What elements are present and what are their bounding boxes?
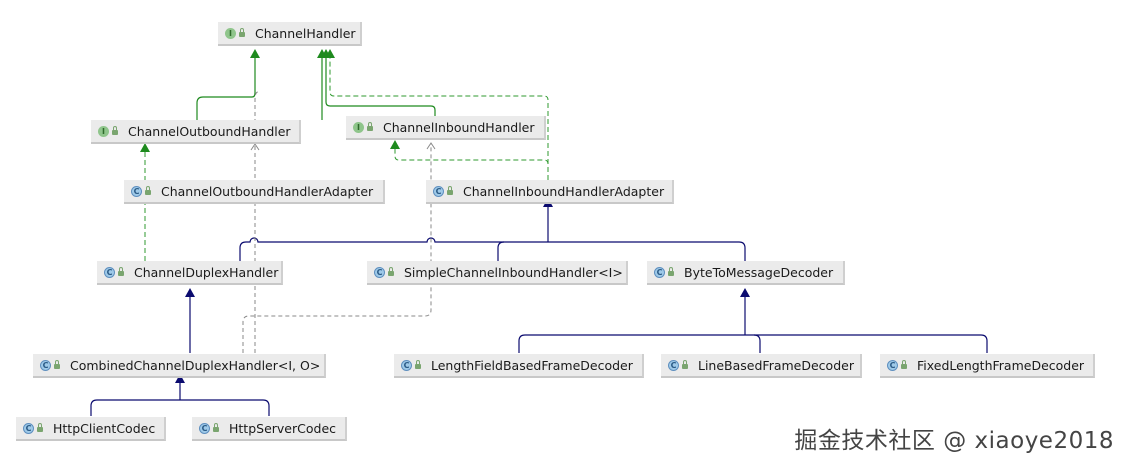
node-label: ChannelHandler — [255, 25, 356, 41]
node-http-server-codec[interactable]: C HttpServerCodec — [192, 417, 347, 441]
lock-icon — [682, 359, 688, 369]
class-icon: C — [131, 185, 142, 197]
class-icon: C — [401, 359, 412, 371]
edge-combined-dep-handler — [254, 91, 259, 144]
edge-codecs-bus — [90, 399, 270, 416]
edge-duplex-to-inbound-adapter — [239, 237, 548, 261]
lock-icon — [37, 422, 43, 432]
node-label: ChannelInboundHandler — [383, 119, 535, 135]
lock-icon — [54, 359, 60, 369]
node-channel-inbound-handler-adapter[interactable]: C ChannelInboundHandlerAdapter — [426, 180, 674, 204]
interface-icon: I — [353, 121, 364, 133]
node-channel-inbound-handler[interactable]: I ChannelInboundHandler — [346, 116, 546, 140]
node-channel-duplex-handler[interactable]: C ChannelDuplexHandler — [97, 261, 283, 285]
lock-icon — [901, 359, 907, 369]
node-label: FixedLengthFrameDecoder — [917, 357, 1085, 373]
node-byte-to-message-decoder[interactable]: C ByteToMessageDecoder — [647, 261, 845, 285]
lock-icon — [145, 185, 151, 195]
lock-icon — [213, 422, 219, 432]
class-icon: C — [374, 266, 385, 278]
node-label: SimpleChannelInboundHandler<I> — [404, 264, 623, 280]
lock-icon — [118, 266, 124, 276]
lock-icon — [668, 266, 674, 276]
node-label: ChannelOutboundHandler — [128, 123, 291, 139]
node-label: ChannelOutboundHandlerAdapter — [161, 183, 374, 199]
lock-icon — [447, 185, 453, 195]
node-label: CombinedChannelDuplexHandler<I, O> — [70, 357, 321, 373]
lock-icon — [367, 121, 373, 131]
class-icon: C — [199, 422, 210, 434]
edge-inbound-to-handler — [321, 49, 436, 117]
edge-linebased-to-bus — [753, 334, 761, 353]
node-simple-channel-inbound-handler[interactable]: C SimpleChannelInboundHandler<I> — [367, 261, 628, 285]
class-icon: C — [433, 185, 444, 197]
edge-combined-dep-inbound — [242, 142, 436, 353]
edge-bytetomessage-to-inbound-adapter — [548, 241, 746, 261]
node-label: ChannelInboundHandlerAdapter — [463, 183, 665, 199]
edge-simple-to-inbound-adapter — [497, 241, 505, 261]
edge-decoders-bus — [518, 334, 988, 353]
node-label: HttpClientCodec — [53, 420, 156, 436]
lock-icon — [415, 359, 421, 369]
class-icon: C — [104, 266, 115, 278]
class-icon: C — [668, 359, 679, 371]
node-line-based-frame-decoder[interactable]: C LineBasedFrameDecoder — [661, 354, 862, 378]
node-label: HttpServerCodec — [229, 420, 337, 436]
edge-inbound-adapter-to-inbound — [390, 140, 549, 180]
lock-icon — [239, 27, 245, 37]
node-channel-handler[interactable]: I ChannelHandler — [218, 22, 362, 46]
edge-outbound-to-handler — [196, 49, 260, 120]
node-label: ByteToMessageDecoder — [684, 264, 834, 280]
lock-icon — [388, 266, 394, 276]
node-http-client-codec[interactable]: C HttpClientCodec — [16, 417, 166, 441]
class-icon: C — [887, 359, 898, 371]
class-icon: C — [23, 422, 34, 434]
interface-icon: I — [225, 27, 236, 39]
class-icon: C — [40, 359, 51, 371]
node-combined-channel-duplex-handler[interactable]: C CombinedChannelDuplexHandler<I, O> — [33, 354, 326, 378]
class-icon: C — [654, 266, 665, 278]
lock-icon — [112, 125, 118, 135]
node-label: ChannelDuplexHandler — [134, 264, 279, 280]
node-length-field-based-frame-decoder[interactable]: C LengthFieldBasedFrameDecoder — [394, 354, 644, 378]
edge-inbound-adapter-to-handler — [325, 49, 549, 180]
watermark: 掘金技术社区 @ xiaoye2018 — [794, 428, 1114, 454]
node-label: LengthFieldBasedFrameDecoder — [431, 357, 633, 373]
node-channel-outbound-handler[interactable]: I ChannelOutboundHandler — [91, 120, 301, 144]
node-fixed-length-frame-decoder[interactable]: C FixedLengthFrameDecoder — [880, 354, 1095, 378]
interface-icon: I — [98, 125, 109, 137]
node-channel-outbound-handler-adapter[interactable]: C ChannelOutboundHandlerAdapter — [124, 180, 385, 204]
node-label: LineBasedFrameDecoder — [698, 357, 854, 373]
